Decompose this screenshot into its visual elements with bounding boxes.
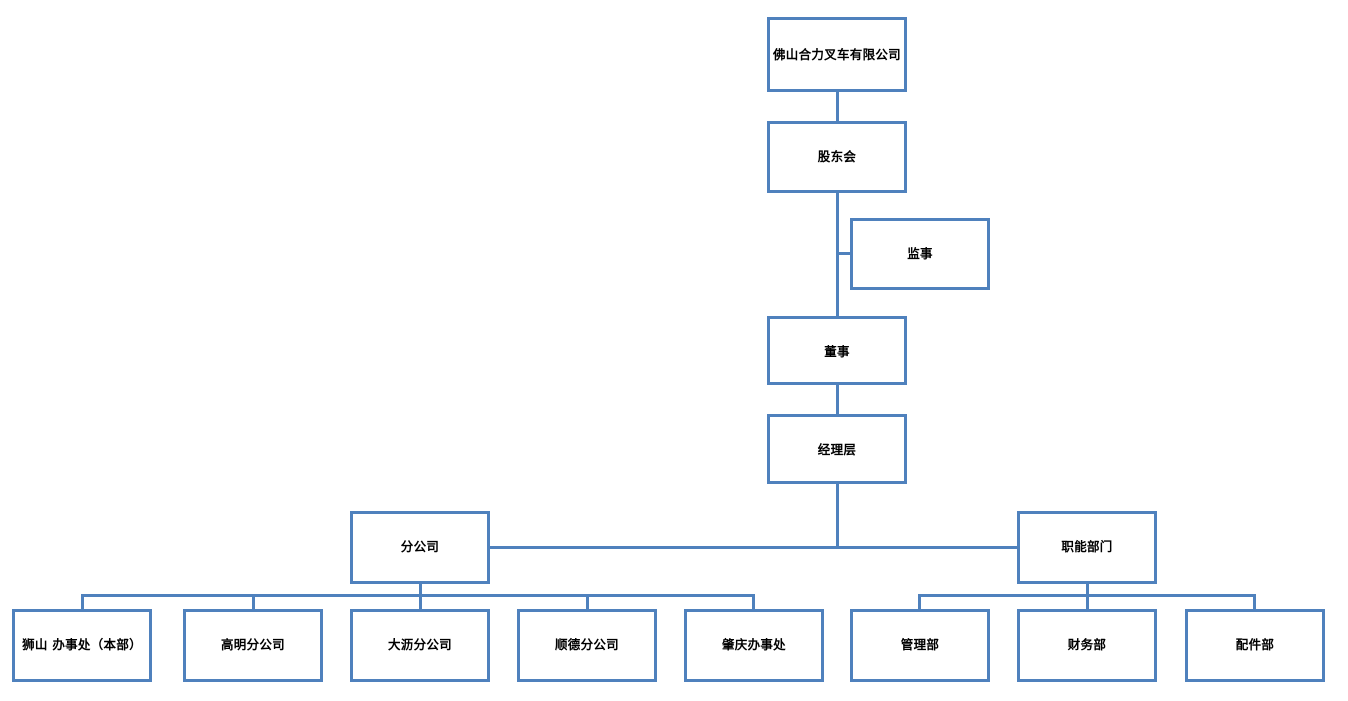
connector-drop-dept-1	[918, 594, 921, 610]
node-dept-finance[interactable]: 财务部	[1017, 609, 1157, 682]
node-company-label: 佛山合力叉车有限公司	[772, 47, 901, 62]
connector-drop-dept-2	[1086, 594, 1089, 610]
connector-trunk-to-supervisor	[836, 252, 852, 255]
connector-drop-branch-3	[419, 594, 422, 610]
node-branch-dali[interactable]: 大沥分公司	[350, 609, 490, 682]
connector-drop-dept-3	[1253, 594, 1256, 610]
node-shareholders[interactable]: 股东会	[767, 121, 907, 193]
connector-company-to-shareholders	[836, 92, 839, 122]
node-shareholders-label: 股东会	[817, 149, 857, 164]
connector-management-to-bus	[836, 484, 839, 548]
node-director-label: 董事	[824, 344, 850, 359]
connector-bus-level6	[489, 546, 1019, 549]
node-branch-shishan-office[interactable]: 狮山 办事处（本部）	[12, 609, 152, 682]
node-branch-shunde-label: 顺德分公司	[554, 637, 619, 652]
node-branch-zhaoqing-office[interactable]: 肇庆办事处	[684, 609, 824, 682]
node-director[interactable]: 董事	[767, 316, 907, 385]
connector-drop-branch-5	[752, 594, 755, 610]
connector-branches-stem	[419, 584, 422, 596]
connector-branch-bus	[81, 594, 755, 597]
node-branch-shunde[interactable]: 顺德分公司	[517, 609, 657, 682]
connector-drop-branch-4	[586, 594, 589, 610]
node-branches[interactable]: 分公司	[350, 511, 490, 584]
node-functional-departments[interactable]: 职能部门	[1017, 511, 1157, 584]
node-management[interactable]: 经理层	[767, 414, 907, 484]
node-company[interactable]: 佛山合力叉车有限公司	[767, 17, 907, 92]
node-branch-dali-label: 大沥分公司	[387, 637, 452, 652]
connector-drop-branch-1	[81, 594, 84, 610]
node-supervisor-label: 监事	[907, 246, 933, 261]
node-dept-management[interactable]: 管理部	[850, 609, 990, 682]
node-management-label: 经理层	[817, 442, 857, 457]
node-dept-management-label: 管理部	[900, 637, 940, 652]
connector-director-to-management	[836, 385, 839, 414]
node-dept-parts[interactable]: 配件部	[1185, 609, 1325, 682]
connector-functional-stem	[1086, 584, 1089, 596]
node-supervisor[interactable]: 监事	[850, 218, 990, 290]
node-branch-gaoming-label: 高明分公司	[220, 637, 285, 652]
node-dept-finance-label: 财务部	[1067, 637, 1107, 652]
node-dept-parts-label: 配件部	[1235, 637, 1275, 652]
node-branches-label: 分公司	[400, 539, 440, 554]
node-branch-zhaoqing-office-label: 肇庆办事处	[721, 637, 786, 652]
connector-shareholders-to-director	[836, 193, 839, 317]
node-branch-gaoming[interactable]: 高明分公司	[183, 609, 323, 682]
connector-drop-branch-2	[252, 594, 255, 610]
node-branch-shishan-office-label: 狮山 办事处（本部）	[22, 637, 142, 652]
node-functional-departments-label: 职能部门	[1061, 539, 1113, 554]
